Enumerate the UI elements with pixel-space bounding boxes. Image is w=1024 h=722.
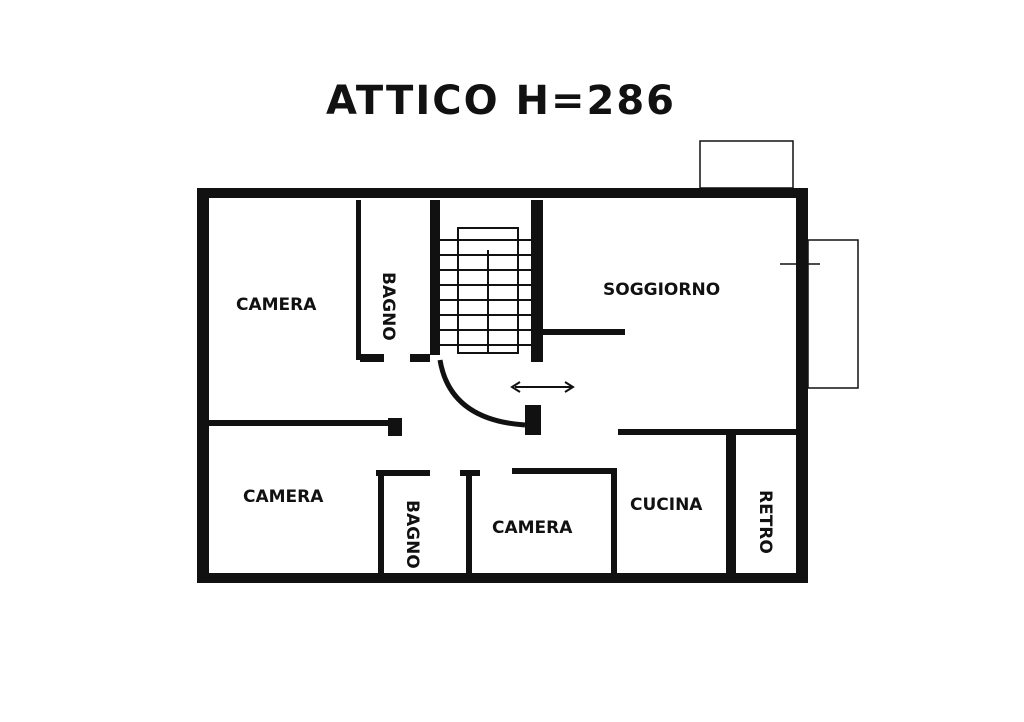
- balconies: [699, 140, 859, 389]
- room-label-bagno: BAGNO: [378, 272, 398, 341]
- walls: [197, 188, 808, 583]
- room-label-cucina: CUCINA: [630, 495, 703, 515]
- room-label-camera: CAMERA: [243, 487, 324, 507]
- room-label-camera: CAMERA: [236, 295, 317, 315]
- stairs: [437, 227, 575, 428]
- room-label-camera: CAMERA: [492, 518, 573, 538]
- room-label-bagno: BAGNO: [402, 500, 422, 569]
- room-label-soggiorno: SOGGIORNO: [603, 280, 720, 300]
- plan-title: ATTICO H=286: [326, 78, 676, 124]
- room-label-retro: RETRO: [755, 490, 775, 554]
